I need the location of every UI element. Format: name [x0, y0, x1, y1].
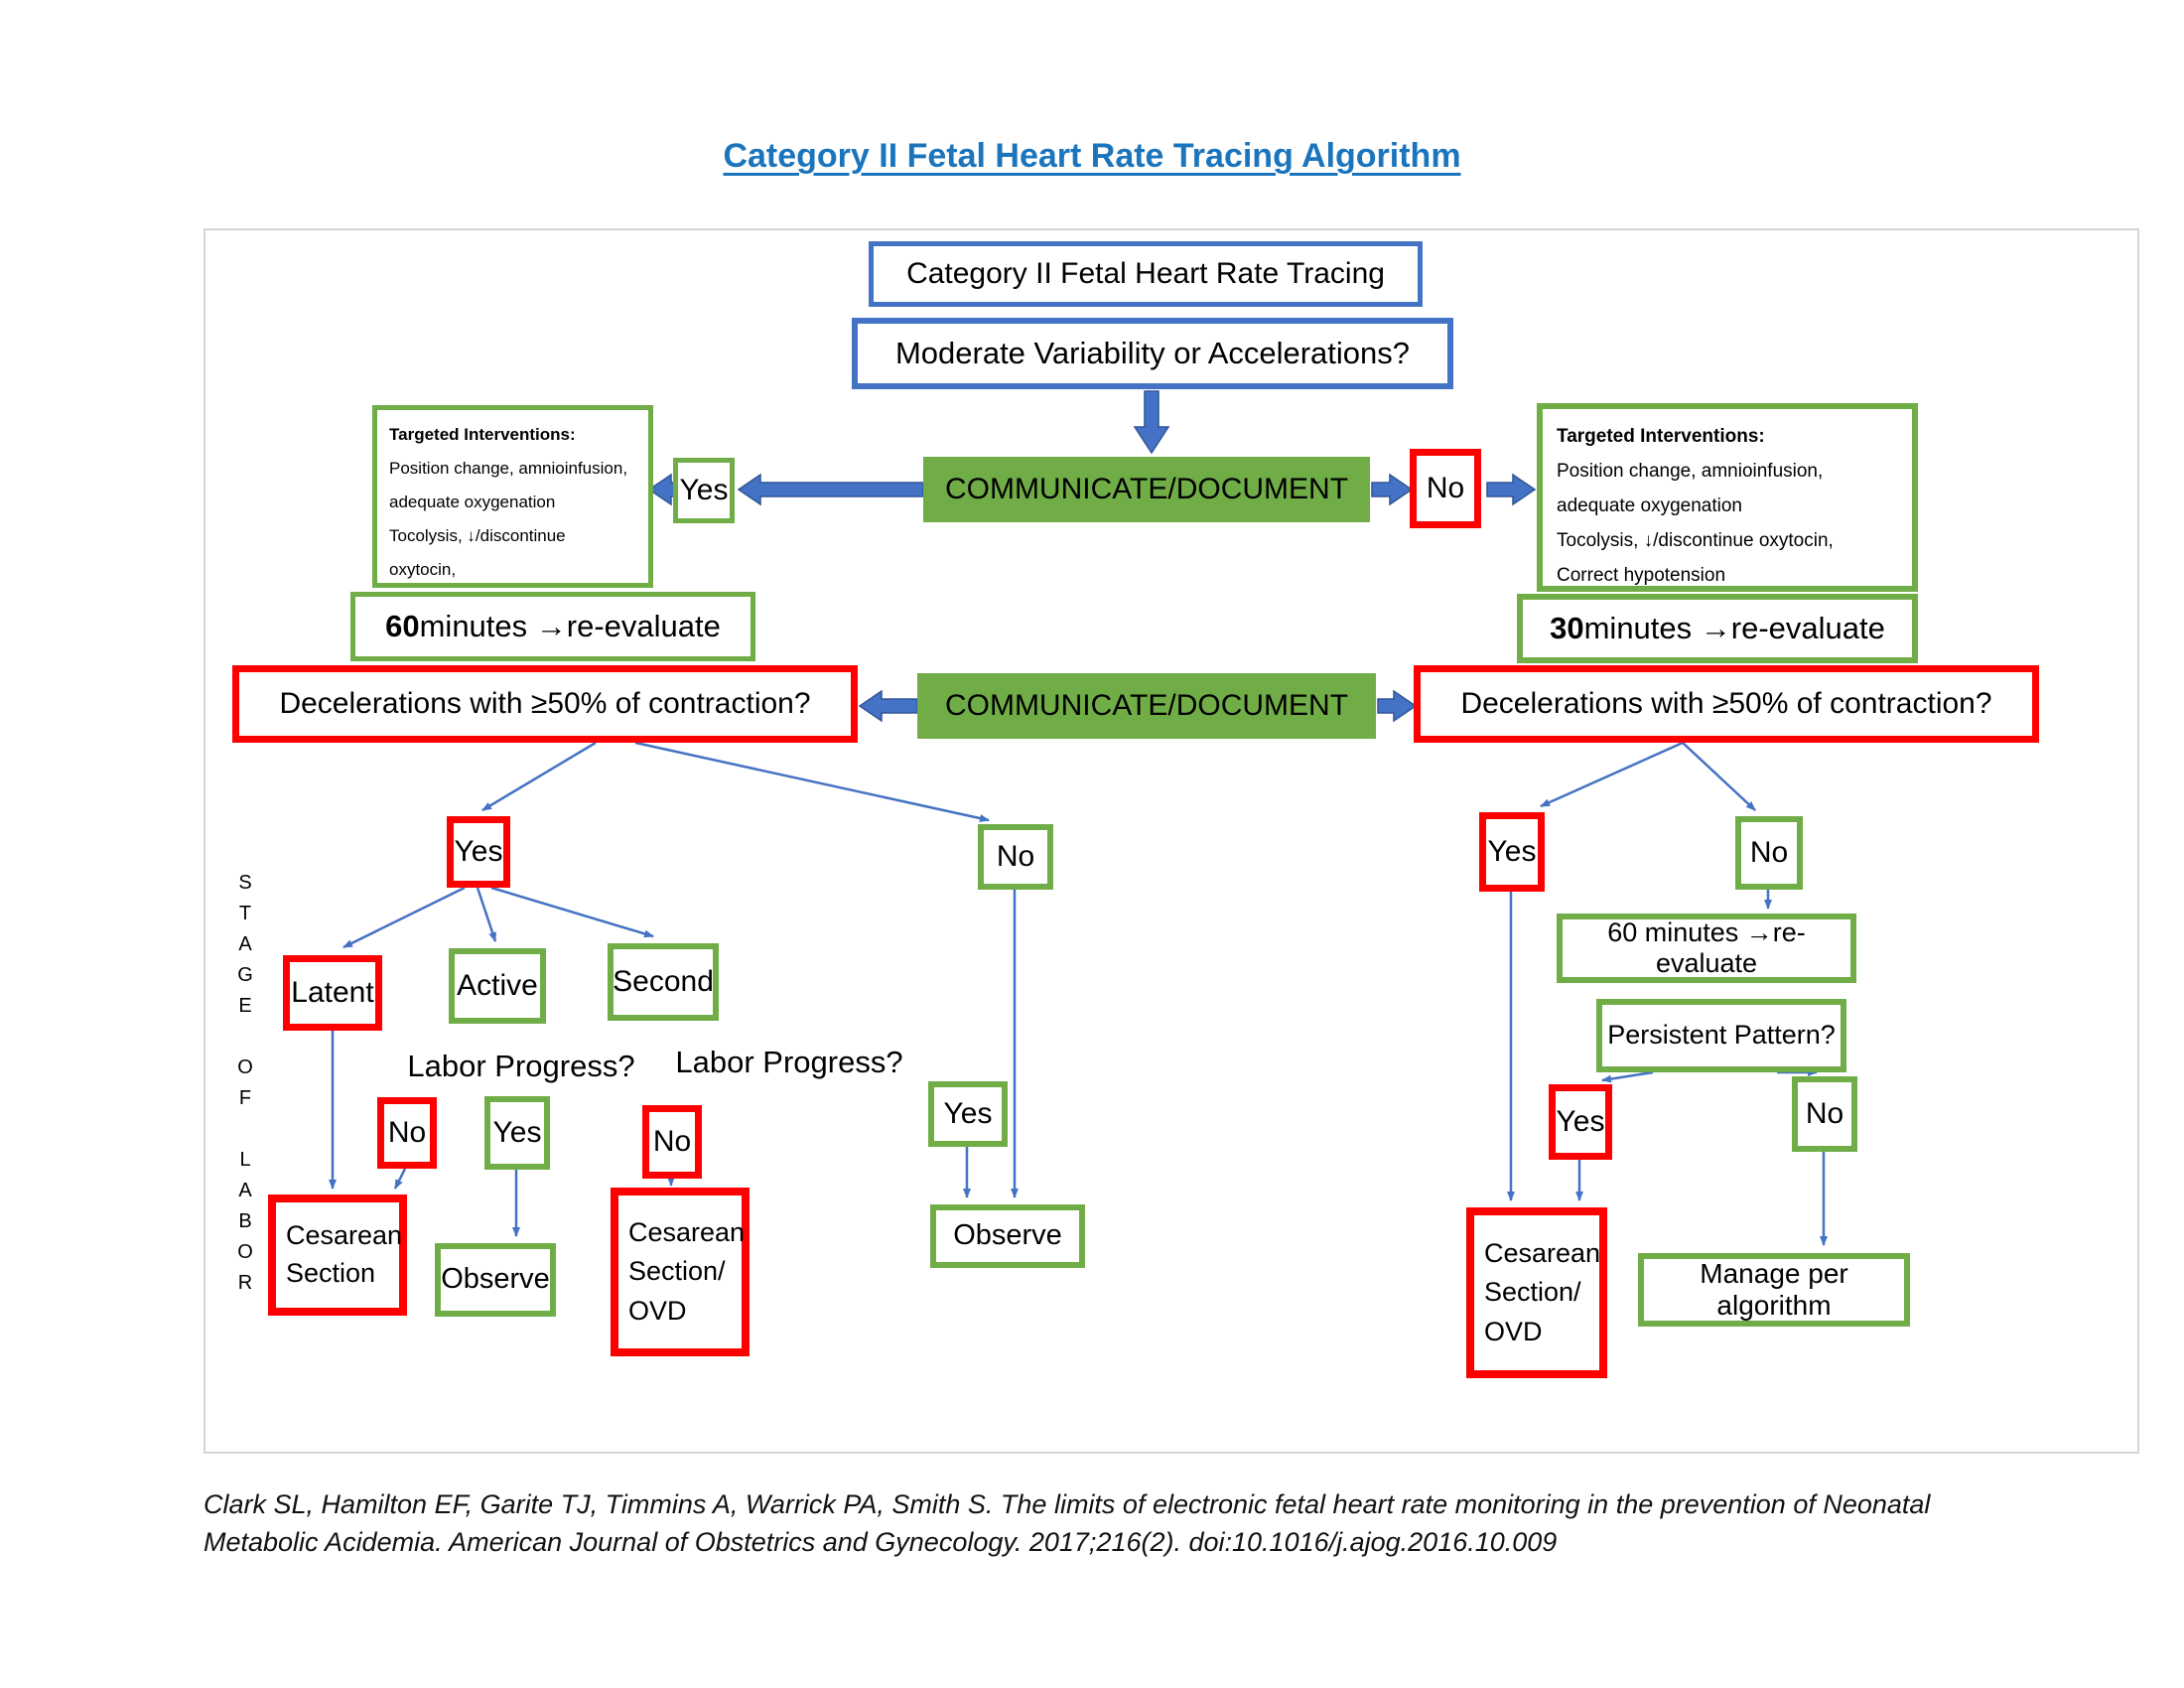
node-yes-left: Yes [447, 816, 510, 888]
stage-letter: A [238, 933, 252, 955]
node-decelerations-right: Decelerations with ≥50% of contraction? [1414, 665, 2039, 743]
interventions-left-line: Tocolysis, ↓/discontinue oxytocin, [389, 526, 566, 579]
node-no-middle: No [978, 824, 1053, 890]
node-cesarean-ovd-2: Cesarean Section/ OVD [1466, 1207, 1607, 1378]
stage-letter: O [237, 1241, 253, 1263]
stage-letter [232, 1022, 258, 1053]
stage-letter: L [239, 1149, 251, 1171]
citation-line-1: Clark SL, Hamilton EF, Garite TJ, Timmin… [204, 1489, 1931, 1519]
node-yes-1: Yes [673, 458, 735, 523]
node-decelerations-left: Decelerations with ≥50% of contraction? [232, 665, 858, 743]
reevaluate-60-text: minutes →re-evaluate [419, 609, 721, 644]
stage-letter: S [238, 872, 252, 894]
interventions-right-line: Correct hypotension [1557, 565, 1726, 586]
node-second: Second [608, 943, 719, 1021]
reevaluate-60-num: 60 [385, 609, 420, 644]
node-yes-right: Yes [1479, 812, 1545, 892]
node-no-persistent: No [1792, 1076, 1857, 1152]
interventions-right-line: Tocolysis, ↓/discontinue oxytocin, [1557, 530, 1834, 551]
node-no-lp1: No [377, 1097, 437, 1169]
interventions-left-heading: Targeted Interventions: [389, 425, 576, 444]
node-yes-lp1: Yes [484, 1096, 550, 1170]
node-cesarean-section: Cesarean Section [268, 1195, 407, 1316]
node-persistent-pattern: Persistent Pattern? [1596, 999, 1846, 1072]
stage-letter: E [238, 995, 252, 1017]
stage-letter: O [237, 1056, 253, 1078]
stage-letter: G [237, 964, 253, 986]
node-reevaluate-60-right: 60 minutes →re-evaluate [1557, 914, 1856, 983]
node-reevaluate-60-left: 60 minutes →re-evaluate [350, 592, 755, 661]
node-latent: Latent [283, 955, 382, 1031]
label-labor-progress-2: Labor Progress? [675, 1045, 903, 1079]
stage-letter: F [238, 1087, 252, 1109]
stage-letter: A [238, 1180, 252, 1201]
node-communicate-1: COMMUNICATE/DOCUMENT [923, 457, 1370, 522]
node-observe-1: Observe [435, 1243, 556, 1317]
node-interventions-left: Targeted Interventions: Position change,… [372, 405, 653, 613]
citation: Clark SL, Hamilton EF, Garite TJ, Timmin… [204, 1485, 2050, 1561]
interventions-right-line: Position change, amnioinfusion, [1557, 461, 1824, 482]
node-variability-question: Moderate Variability or Accelerations? [852, 318, 1453, 389]
stage-letter: R [237, 1272, 253, 1294]
stage-letter: T [238, 903, 252, 924]
node-interventions-right: Targeted Interventions: Position change,… [1537, 403, 1918, 592]
node-communicate-2: COMMUNICATE/DOCUMENT [917, 673, 1376, 739]
node-manage-per-algorithm: Manage per algorithm [1638, 1253, 1910, 1327]
node-no-lp2: No [642, 1105, 702, 1179]
interventions-left-line: adequate oxygenation [389, 492, 556, 511]
node-yes-lp2: Yes [928, 1081, 1008, 1147]
node-no-right: No [1735, 816, 1803, 890]
interventions-right-line: adequate oxygenation [1557, 495, 1742, 516]
citation-line-2: Metabolic Acidemia. American Journal of … [204, 1527, 1558, 1557]
label-labor-progress-1: Labor Progress? [407, 1049, 635, 1083]
reevaluate-30-num: 30 [1550, 611, 1584, 646]
page-title: Category II Fetal Heart Rate Tracing Alg… [723, 137, 1461, 175]
node-active: Active [449, 948, 546, 1024]
interventions-left-line: Position change, amnioinfusion, [389, 459, 628, 478]
stage-of-labor-label: S T A G E O F L A B O R [232, 868, 258, 1299]
stage-letter: B [238, 1210, 252, 1232]
node-reevaluate-30-right: 30 minutes →re-evaluate [1517, 594, 1918, 663]
interventions-right-heading: Targeted Interventions: [1557, 426, 1765, 447]
node-no-1: No [1410, 449, 1481, 528]
node-yes-persistent: Yes [1549, 1084, 1612, 1160]
node-start: Category II Fetal Heart Rate Tracing [869, 241, 1423, 307]
node-observe-2: Observe [930, 1204, 1085, 1268]
stage-letter [232, 1114, 258, 1145]
node-cesarean-ovd-1: Cesarean Section/ OVD [611, 1188, 750, 1356]
reevaluate-30-text: minutes →re-evaluate [1583, 611, 1885, 646]
